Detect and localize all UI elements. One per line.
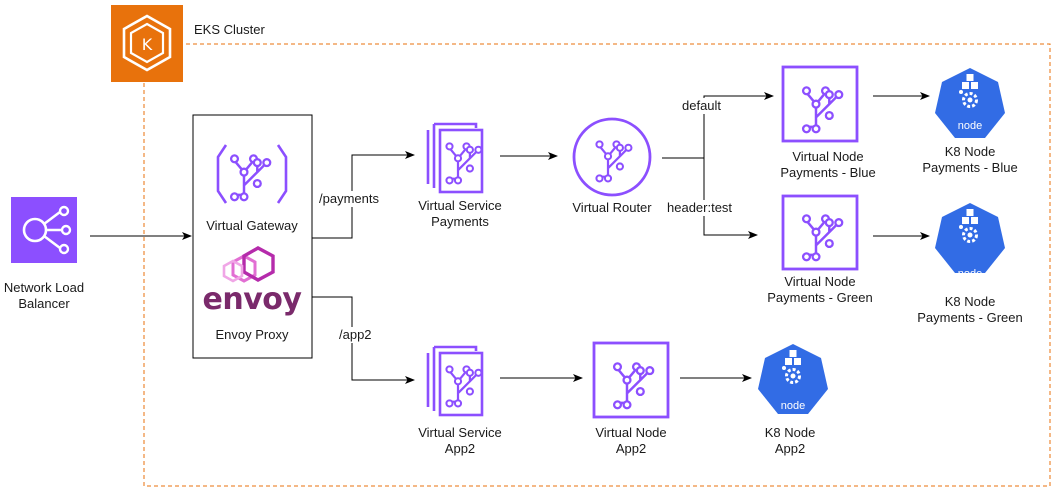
app-mesh-virtual-router-icon bbox=[572, 117, 652, 197]
kubernetes-node-icon: node bbox=[756, 342, 830, 416]
k8-node-badge: node bbox=[958, 120, 982, 132]
svg-text:K: K bbox=[142, 35, 153, 54]
edge-label-default: default bbox=[681, 98, 723, 114]
edge-router-to-green bbox=[703, 158, 758, 239]
virtual-router-label: Virtual Router bbox=[572, 200, 652, 215]
kubernetes-node-icon: node bbox=[933, 66, 1007, 140]
eks-logo-icon: K bbox=[111, 5, 183, 82]
app-mesh-virtual-node-icon bbox=[592, 341, 670, 419]
virtual-gateway-label: Virtual Gateway bbox=[206, 218, 298, 233]
envoy-proxy-label: Envoy Proxy bbox=[215, 327, 289, 342]
app-mesh-virtual-service-icon bbox=[426, 345, 484, 417]
envoy-logo-icon bbox=[222, 246, 275, 283]
virtual-gateway-container bbox=[192, 114, 313, 359]
app-mesh-virtual-node-icon bbox=[781, 194, 859, 271]
kubernetes-node-icon: node bbox=[933, 201, 1007, 280]
eks-cluster-boundary bbox=[143, 43, 1051, 487]
edge-label-app2: /app2 bbox=[338, 327, 373, 343]
edge-label-header-test: header:test bbox=[666, 200, 734, 216]
edge-label-payments: /payments bbox=[318, 191, 380, 207]
envoy-logo-text: envoy bbox=[202, 282, 302, 317]
cluster-title: EKS Cluster bbox=[194, 22, 265, 37]
network-load-balancer-icon bbox=[11, 197, 77, 263]
app-mesh-virtual-gateway-icon bbox=[216, 144, 288, 204]
k8-node-badge: node bbox=[958, 268, 982, 280]
app-mesh-virtual-service-icon bbox=[426, 122, 484, 194]
k8-node-badge: node bbox=[781, 400, 805, 412]
app-mesh-virtual-node-icon bbox=[781, 65, 859, 143]
edge-router-to-blue bbox=[662, 92, 774, 159]
